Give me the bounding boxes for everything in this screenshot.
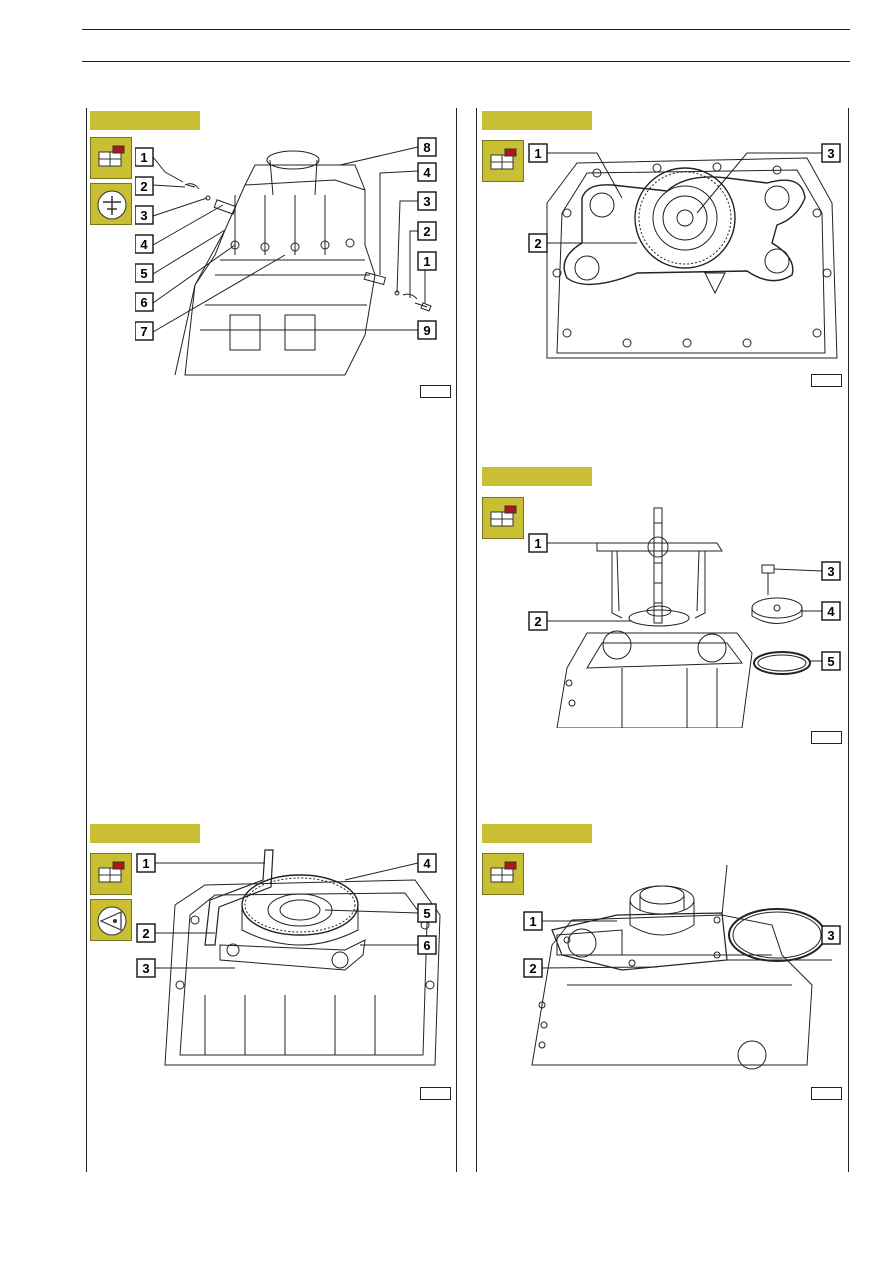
column-divider-right [848, 108, 849, 1172]
callout-2: 2 [142, 926, 149, 941]
disassembly-icon [482, 497, 524, 539]
figure-transmission-rear-cover: 1 2 3 4 5 6 7 8 4 3 2 1 9 [135, 137, 437, 376]
measure-icon [90, 899, 132, 941]
callout-2: 2 [534, 614, 541, 629]
callout-3: 3 [140, 208, 147, 223]
figure-number [420, 1087, 451, 1100]
figure-number [811, 731, 842, 744]
callout-3: 3 [827, 146, 834, 161]
figure-bearing-puller: 1 2 3 4 5 [528, 507, 841, 728]
column-divider-middle-b [476, 108, 477, 1172]
figure-number [811, 1087, 842, 1100]
callout-1: 1 [534, 536, 541, 551]
callout-4: 4 [423, 856, 431, 871]
callout-2: 2 [529, 961, 536, 976]
tool-icon [90, 183, 132, 225]
callout-3b: 3 [423, 194, 430, 209]
callout-1: 1 [140, 150, 147, 165]
column-divider-middle-a [456, 108, 457, 1172]
callout-1: 1 [529, 914, 536, 929]
header-rule-bottom [82, 61, 850, 62]
callout-4: 4 [827, 604, 835, 619]
column-divider-left [86, 108, 87, 1172]
callout-3: 3 [827, 564, 834, 579]
callout-1b: 1 [423, 254, 430, 269]
disassembly-icon [90, 853, 132, 895]
section-tab [482, 111, 592, 130]
callout-1: 1 [142, 856, 149, 871]
callout-9: 9 [423, 323, 430, 338]
section-tab [482, 824, 592, 843]
callout-4: 4 [140, 237, 148, 252]
section-tab [482, 467, 592, 486]
callout-3: 3 [827, 928, 834, 943]
section-tab [90, 824, 200, 843]
callout-1: 1 [534, 146, 541, 161]
callout-2: 2 [140, 179, 147, 194]
disassembly-icon [90, 137, 132, 179]
callout-5: 5 [140, 266, 147, 281]
callout-3: 3 [142, 961, 149, 976]
figure-number [420, 385, 451, 398]
callout-2b: 2 [423, 224, 430, 239]
callout-5: 5 [423, 906, 430, 921]
figure-number [811, 374, 842, 387]
callout-7: 7 [140, 324, 147, 339]
callout-6: 6 [140, 295, 147, 310]
callout-2: 2 [534, 236, 541, 251]
figure-cover-removal: 1 2 3 [523, 864, 841, 1070]
header-rule-top [82, 29, 850, 30]
disassembly-icon [482, 853, 524, 895]
callout-6: 6 [423, 938, 430, 953]
callout-8: 8 [423, 140, 430, 155]
callout-4b: 4 [423, 165, 431, 180]
callout-5: 5 [827, 654, 834, 669]
section-tab [90, 111, 200, 130]
disassembly-icon [482, 140, 524, 182]
figure-ring-gear-retainer: 1 2 3 [528, 143, 841, 359]
figure-gear-extraction: 1 2 3 4 5 6 [136, 849, 441, 1066]
